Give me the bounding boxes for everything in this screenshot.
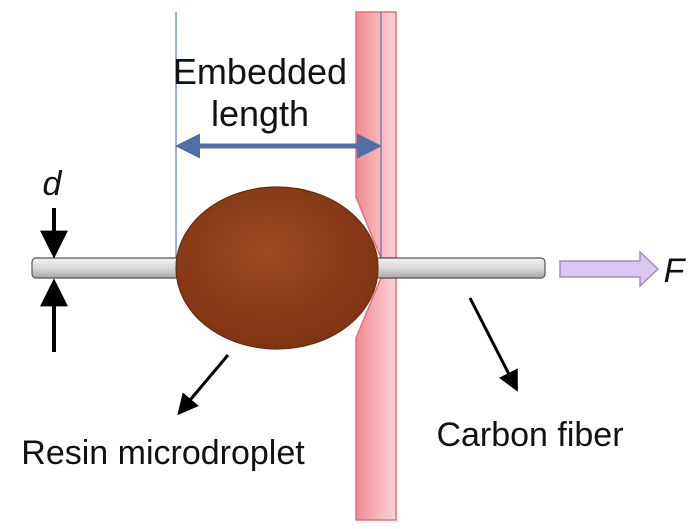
resin-droplet xyxy=(175,186,379,350)
force-arrow xyxy=(559,250,660,288)
fiber-label: Carbon fiber xyxy=(436,416,623,454)
embedded-label-line2: length xyxy=(211,93,309,134)
fiber-pointer-arrow xyxy=(468,297,518,392)
force-label: F xyxy=(664,252,687,290)
diameter-label: d xyxy=(43,165,63,203)
embedded-label-line1: Embedded xyxy=(173,51,347,92)
droplet-label: Resin microdroplet xyxy=(21,434,305,472)
droplet-pointer-arrow xyxy=(177,354,230,416)
